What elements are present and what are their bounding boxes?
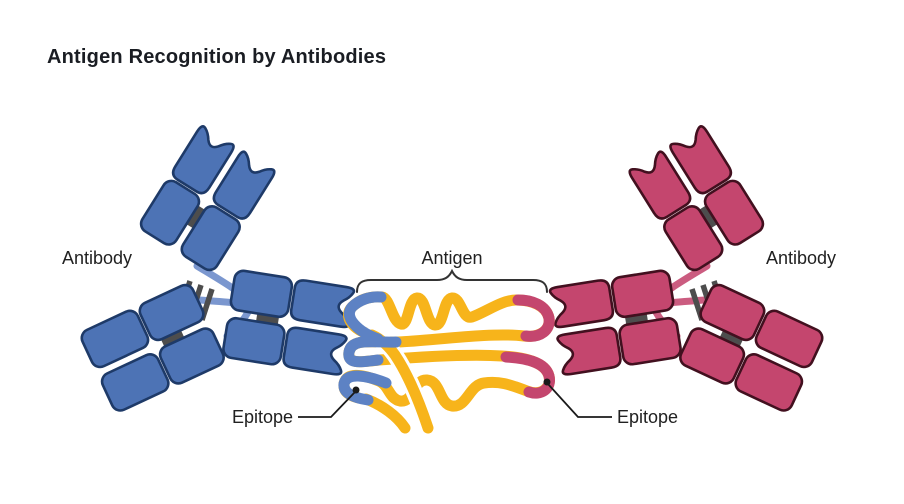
epitope-left-leader-line — [298, 391, 356, 418]
fab-tip-segment — [548, 279, 615, 329]
antibody-domain-segment — [138, 283, 205, 342]
antibody-left — [80, 124, 356, 412]
fab-arm-upper — [628, 124, 765, 272]
fab-tip-segment — [556, 326, 622, 376]
fc-tip-segment — [754, 309, 824, 369]
antibody-domain-segment — [663, 205, 724, 272]
fab-tip-segment — [628, 150, 692, 220]
antibody-domain-segment — [180, 205, 241, 272]
figure-title: Antigen Recognition by Antibodies — [47, 46, 387, 68]
fab-tip-segment — [282, 326, 348, 376]
fab-tip-segment — [212, 150, 276, 220]
fc-tip-segment — [100, 353, 170, 412]
antigen-chain — [338, 291, 555, 412]
fab-tip-segment — [171, 124, 235, 195]
fab-arm-upper — [139, 124, 276, 272]
epitope-left-label: Epitope — [232, 407, 293, 427]
antibody-domain-segment — [229, 269, 294, 319]
fab-arm-binding — [222, 269, 356, 376]
antibody-right — [548, 124, 824, 412]
epitope-pink-segment — [512, 294, 555, 342]
interchain-bond-bar — [159, 326, 187, 351]
fab-tip-segment — [669, 124, 733, 195]
epitope-right-label: Epitope — [617, 407, 678, 427]
antibody-domain-segment — [618, 316, 682, 366]
epitope-left-dot — [352, 386, 360, 394]
fab-arm-binding — [548, 269, 682, 376]
annotations: Antigen Antibody Antibody Epitope Epitop… — [62, 248, 836, 427]
antibody-right-label: Antibody — [766, 248, 836, 268]
antibody-domain-segment — [703, 179, 765, 246]
antibody-domain-segment — [610, 269, 675, 319]
fc-tip-segment — [734, 353, 804, 412]
antibody-domain-segment — [158, 327, 225, 385]
interchain-bond-bar — [183, 203, 209, 231]
fc-tip-segment — [80, 309, 150, 369]
antibody-left-label: Antibody — [62, 248, 132, 268]
antigen-label: Antigen — [421, 248, 482, 268]
fc-stem — [679, 283, 824, 412]
epitope-blue-segment — [343, 291, 387, 345]
epitope-right-dot — [543, 378, 551, 386]
antibody-domain-segment — [679, 327, 746, 385]
epitope-blue-segment — [338, 370, 392, 406]
epitope-blue-segment — [343, 336, 402, 368]
fc-stem — [80, 283, 225, 412]
antibody-domain-segment — [222, 316, 286, 366]
interchain-bond-bar — [695, 203, 721, 231]
antibody-domain-segment — [699, 283, 766, 342]
antigen-brace — [356, 268, 548, 293]
antigen-molecule — [338, 291, 555, 437]
epitope-right-leader-line — [547, 383, 612, 418]
epitope-pink-segment — [500, 351, 555, 399]
antibody-domain-segment — [139, 179, 201, 246]
interchain-bond-bar — [717, 326, 745, 351]
